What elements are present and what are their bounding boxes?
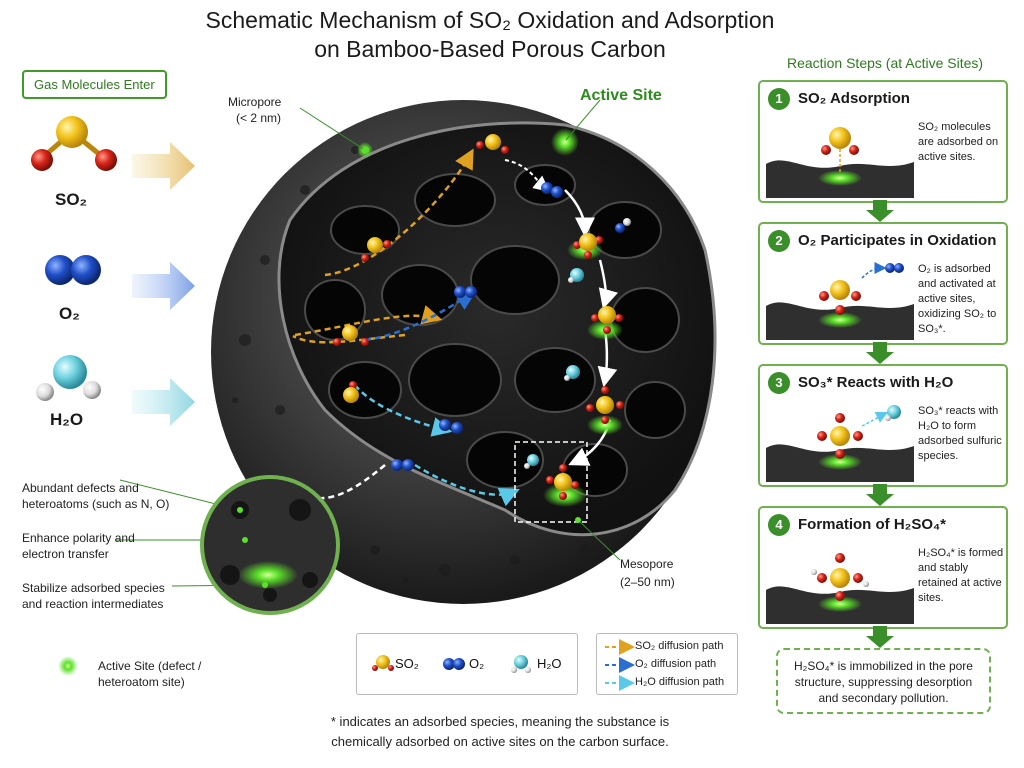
mesopore-highlight-box <box>514 441 588 523</box>
so2-in-pore-3 <box>333 325 369 346</box>
h2o-in-pore-1 <box>568 268 584 283</box>
step-1-description: SO₂ molecules are adsorbed on active sit… <box>918 121 999 163</box>
h2so4-adsorbed-2 <box>524 454 579 500</box>
so2-in-pore-4 <box>343 381 359 403</box>
step-arrow-2 <box>866 342 894 364</box>
porous-carbon-particle <box>211 100 717 604</box>
so3-adsorbed-1 <box>573 218 631 259</box>
step-4-card: 4 Formation of H₂SO₄* H₂SO₄* is formed a… <box>758 506 1008 629</box>
step-4-number: 4 <box>768 514 790 536</box>
step-arrow-1 <box>866 200 894 222</box>
step-2-description: O₂ is adsorbed and activated at active s… <box>918 263 997 335</box>
step-1-illustration <box>766 127 914 198</box>
o2-label: O₂ <box>59 304 80 323</box>
so3-adsorbed-2 <box>591 306 623 334</box>
step-3-number: 3 <box>768 372 790 394</box>
diffusion-path-legend: SO₂ diffusion path O₂ diffusion path H₂O… <box>596 633 738 695</box>
h2o-molecule-icon <box>36 355 101 401</box>
active-site-legend-1: Active Site (defect / <box>98 659 202 673</box>
micropore-label: Micropore <box>228 95 282 109</box>
h2o-label: H₂O <box>50 410 84 429</box>
legend-so2-label: SO₂ <box>395 656 419 671</box>
o2-in-pore-3 <box>439 419 463 434</box>
defects-label-2: heteroatoms (such as N, O) <box>22 497 170 511</box>
footnote-line-2: chemically adsorbed on active sites on t… <box>331 734 669 749</box>
active-site-label: Active Site <box>580 87 662 104</box>
step-4-title: Formation of H₂SO₄* <box>798 516 946 533</box>
step-4-description: H₂SO₄* is formed and stably retained at … <box>918 547 1004 604</box>
stabilize-label-1: Stabilize adsorbed species <box>22 581 165 595</box>
legend-o2-label: O₂ <box>469 656 485 671</box>
footnote-line-1: * indicates an adsorbed species, meaning… <box>330 714 670 729</box>
legend-h2o-path-label: H₂O diffusion path <box>635 676 725 688</box>
gas-molecules-panel <box>31 116 195 426</box>
step-3-illustration <box>766 405 914 482</box>
step-4-illustration <box>766 553 914 624</box>
so2-in-pore-2 <box>361 237 391 262</box>
step-1-number: 1 <box>768 88 790 110</box>
o2-in-pore-2 <box>454 286 477 298</box>
legend-h2o-label: H₂O <box>537 656 562 671</box>
title-line-1: Schematic Mechanism of SO₂ Oxidation and… <box>205 7 775 33</box>
step-3-title: SO₃* Reacts with H₂O <box>798 374 954 391</box>
step-1-title: SO₂ Adsorption <box>798 90 910 107</box>
step-arrow-4 <box>866 626 894 648</box>
so2-in-pore-1 <box>476 134 509 154</box>
step-2-number: 2 <box>768 230 790 252</box>
step-arrow-3 <box>866 484 894 506</box>
defects-label-1: Abundant defects and <box>22 481 139 495</box>
active-site-legend-2: heteroatom site) <box>98 675 185 689</box>
legend-h2o-icon <box>511 655 531 673</box>
h2o-entry-arrow <box>132 378 195 426</box>
step-2-card: 2 O₂ Participates in Oxidation O₂ is ads… <box>758 222 1008 345</box>
micropore-size: (< 2 nm) <box>236 111 282 125</box>
active-site-glows <box>357 128 623 507</box>
so2-molecule-icon <box>31 116 117 171</box>
so2-label: SO₂ <box>55 190 88 209</box>
legend-o2-path-label: O₂ diffusion path <box>635 658 717 670</box>
stabilize-label-2: and reaction intermediates <box>22 597 164 611</box>
step-1-card: 1 SO₂ Adsorption SO₂ molecules are adsor… <box>758 80 1008 203</box>
active-site-legend-icon <box>58 656 78 676</box>
footnote: * indicates an adsorbed species, meaning… <box>300 712 700 752</box>
step-connector-arrows <box>866 200 894 648</box>
final-outcome-box: H₂SO₄* is immobilized in the pore struct… <box>776 648 991 714</box>
o2-molecule-icon <box>45 255 101 285</box>
title-line-2: on Bamboo-Based Porous Carbon <box>314 36 666 62</box>
o2-entry-arrow <box>132 262 195 310</box>
gas-molecules-header: Gas Molecules Enter <box>22 70 167 99</box>
h2o-in-pore-2 <box>564 365 580 381</box>
molecule-legend: SO₂ O₂ H₂O <box>356 633 578 695</box>
o2-in-pore-4 <box>391 459 414 471</box>
so2-entry-arrow <box>132 142 195 190</box>
polarity-label-2: electron transfer <box>22 547 109 561</box>
legend-o2-icon <box>443 658 465 670</box>
mesopore-label: Mesopore <box>620 557 674 571</box>
diagram-title: Schematic Mechanism of SO₂ Oxidation and… <box>0 6 980 64</box>
h2so4-adsorbed-1 <box>586 386 624 424</box>
step-3-card: 3 SO₃* Reacts with H₂O SO₃* reacts with … <box>758 364 1008 487</box>
o2-in-pore-1 <box>541 182 563 198</box>
step-2-illustration <box>766 262 914 340</box>
polarity-label-1: Enhance polarity and <box>22 531 135 545</box>
step-2-title: O₂ Participates in Oxidation <box>798 232 997 249</box>
reaction-steps-header: Reaction Steps (at Active Sites) <box>786 55 984 71</box>
legend-so2-path-label: SO₂ diffusion path <box>635 640 724 652</box>
legend-so2-icon <box>372 655 394 671</box>
step-3-description: SO₃* reacts with H₂O to form adsorbed su… <box>918 405 1002 462</box>
mesopore-size: (2–50 nm) <box>620 575 675 589</box>
